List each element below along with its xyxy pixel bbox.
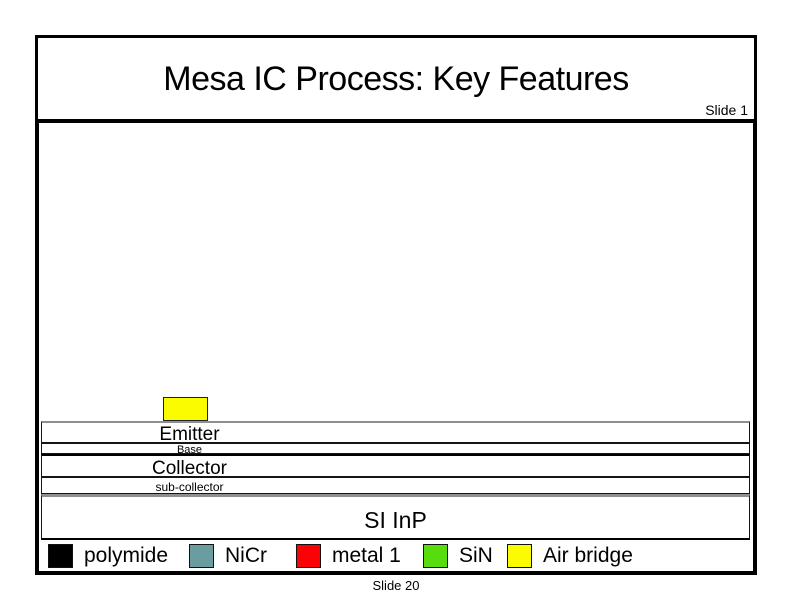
legend-label-metal1: metal 1 [332, 544, 401, 567]
legend-label-sin: SiN [459, 544, 493, 567]
legend-item-polymide: polymide [48, 543, 168, 569]
legend-swatch-nicr [189, 544, 214, 568]
slide-title: Mesa IC Process: Key Features [163, 60, 629, 98]
air-bridge-rect [163, 397, 208, 421]
title-box: Mesa IC Process: Key Features Slide 1 [35, 35, 757, 119]
layer-base-label: Base [176, 444, 203, 456]
footer-page-label: Slide 20 [372, 578, 420, 593]
layer-collector-label: Collector [152, 458, 227, 479]
layer-subcollector: sub-collector [41, 477, 750, 494]
legend-swatch-metal1 [296, 544, 321, 568]
legend-swatch-airbridge [507, 544, 532, 568]
layer-emitter-label: Emitter [159, 424, 220, 445]
legend-label-nicr: NiCr [225, 544, 267, 567]
legend-item-sin: SiN [423, 543, 493, 569]
legend-item-metal1: metal 1 [296, 543, 401, 569]
header-page-label: Slide 1 [705, 102, 748, 118]
legend-label-airbridge: Air bridge [543, 544, 633, 567]
legend-label-polymide: polymide [84, 544, 169, 567]
layer-subcollector-label: sub-collector [155, 480, 224, 494]
legend-swatch-sin [423, 544, 448, 568]
layer-substrate-label: SI InP [364, 507, 427, 533]
legend-item-airbridge: Air bridge [507, 543, 633, 569]
layer-emitter: Emitter [41, 421, 750, 445]
layer-base: Base [41, 443, 750, 456]
layer-collector: Collector [41, 454, 750, 479]
legend-swatch-polymide [48, 544, 73, 568]
layer-substrate: SI InP [41, 494, 750, 540]
legend-item-nicr: NiCr [189, 543, 267, 569]
